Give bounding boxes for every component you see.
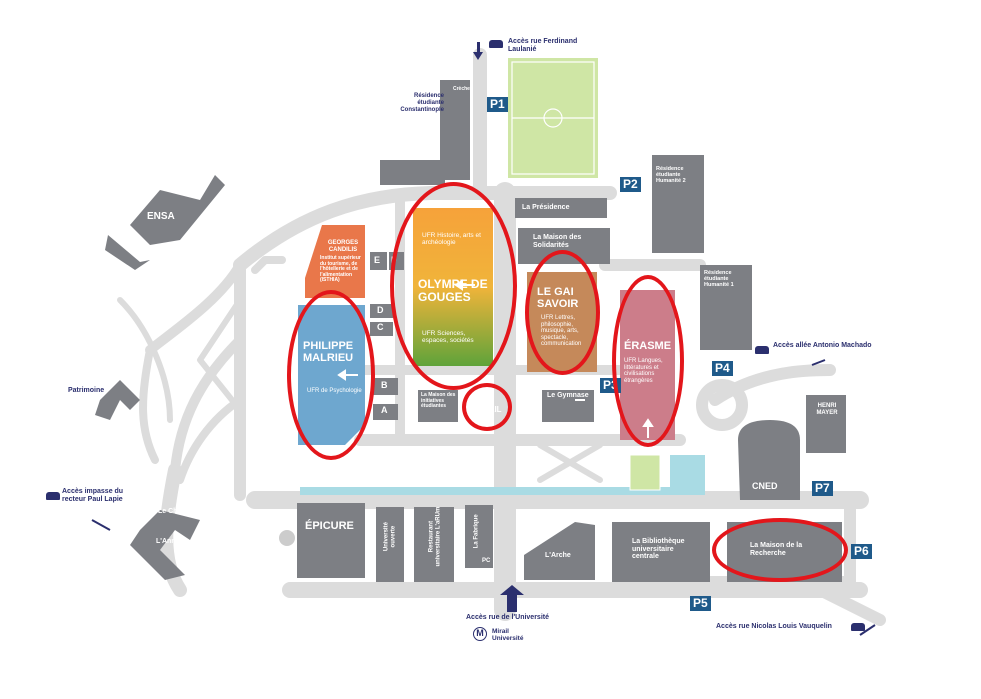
pond [670,455,705,495]
restaurant-label: Restaurant universitaire L'aRUm [428,506,441,567]
access-lapie: Accès impasse du recteur Paul Lapie [62,488,124,504]
metro-icon: M [473,627,487,641]
solidarites-label: La Maison des Solidarités [533,234,582,249]
arche-label: L'Arche [545,552,571,559]
sports-court [629,454,661,491]
ensa-label: ENSA [147,211,175,222]
cned-label: CNED [752,481,778,491]
highlight-malrieu [287,290,375,460]
res-humanite1-label: Résidence étudiante Humanité 1 [704,270,734,289]
access-laulanie: Accès rue Ferdinand Laulanié [508,38,578,54]
highlight-erasme [612,275,684,447]
res-humanite2-label: Résidence étudiante Humanité 2 [656,166,686,185]
roundabout-small [279,530,295,546]
access-machado: Accès allée Antonio Machado [773,342,872,349]
parking-p5: P5 [690,596,711,611]
access-arrows [91,42,876,636]
football-field [508,58,598,178]
parking-p6: P6 [851,544,872,559]
roundabout [696,379,748,431]
highlight-accueil [462,383,512,431]
parking-p7: P7 [812,481,833,496]
presidence-label: La Présidence [522,204,570,211]
highlight-recherche [712,518,848,582]
letter-b: B [381,380,388,390]
georges-candilis-building[interactable] [305,225,365,298]
patrimoine-label: Patrimoine [68,387,105,394]
candilis-desc: Institut supérieur du tourisme, de l'hôt… [320,255,361,283]
parking-p2: P2 [620,177,641,192]
highlight-gai-savoir [525,250,600,375]
letter-c: C [377,322,384,332]
highlight-olympe [390,182,517,390]
parking-p1: P1 [487,97,508,112]
henri-label: HENRI MAYER [816,403,838,416]
res-constantinople-label: Résidence étudiante Constantinople [400,93,444,113]
univ-ouverte-label: Université ouverte [383,522,396,552]
car-icon [46,492,60,500]
letter-e: E [374,255,381,265]
access-vauquelin: Accès rue Nicolas Louis Vauquelin [716,623,832,630]
access-mirail: Mirail Université [492,628,524,643]
car-icon [489,40,503,48]
initiatives-label: La Maison des initiatives étudiantes [421,392,456,409]
annexe-label: L'Annexe [156,538,188,545]
car-icon [851,623,865,631]
creche-label: Crèche [453,86,470,92]
water-channel [300,487,670,495]
fabrique-label: La Fabrique [473,514,480,549]
candilis-name: GEORGES CANDILIS [327,240,359,253]
letter-a: A [381,405,388,415]
bibliotheque-label: La Bibliothèque universitaire centrale [632,538,685,561]
car-icon [755,346,769,354]
parking-p4: P4 [712,361,733,376]
access-universite: Accès rue de l'Université [466,614,549,621]
gymnase-label: Le Gymnase [547,392,589,399]
letter-d: D [377,305,384,315]
epicure-label: ÉPICURE [305,520,354,532]
pc-label: PC [482,558,491,564]
chateau-label: Le Château [158,508,196,515]
